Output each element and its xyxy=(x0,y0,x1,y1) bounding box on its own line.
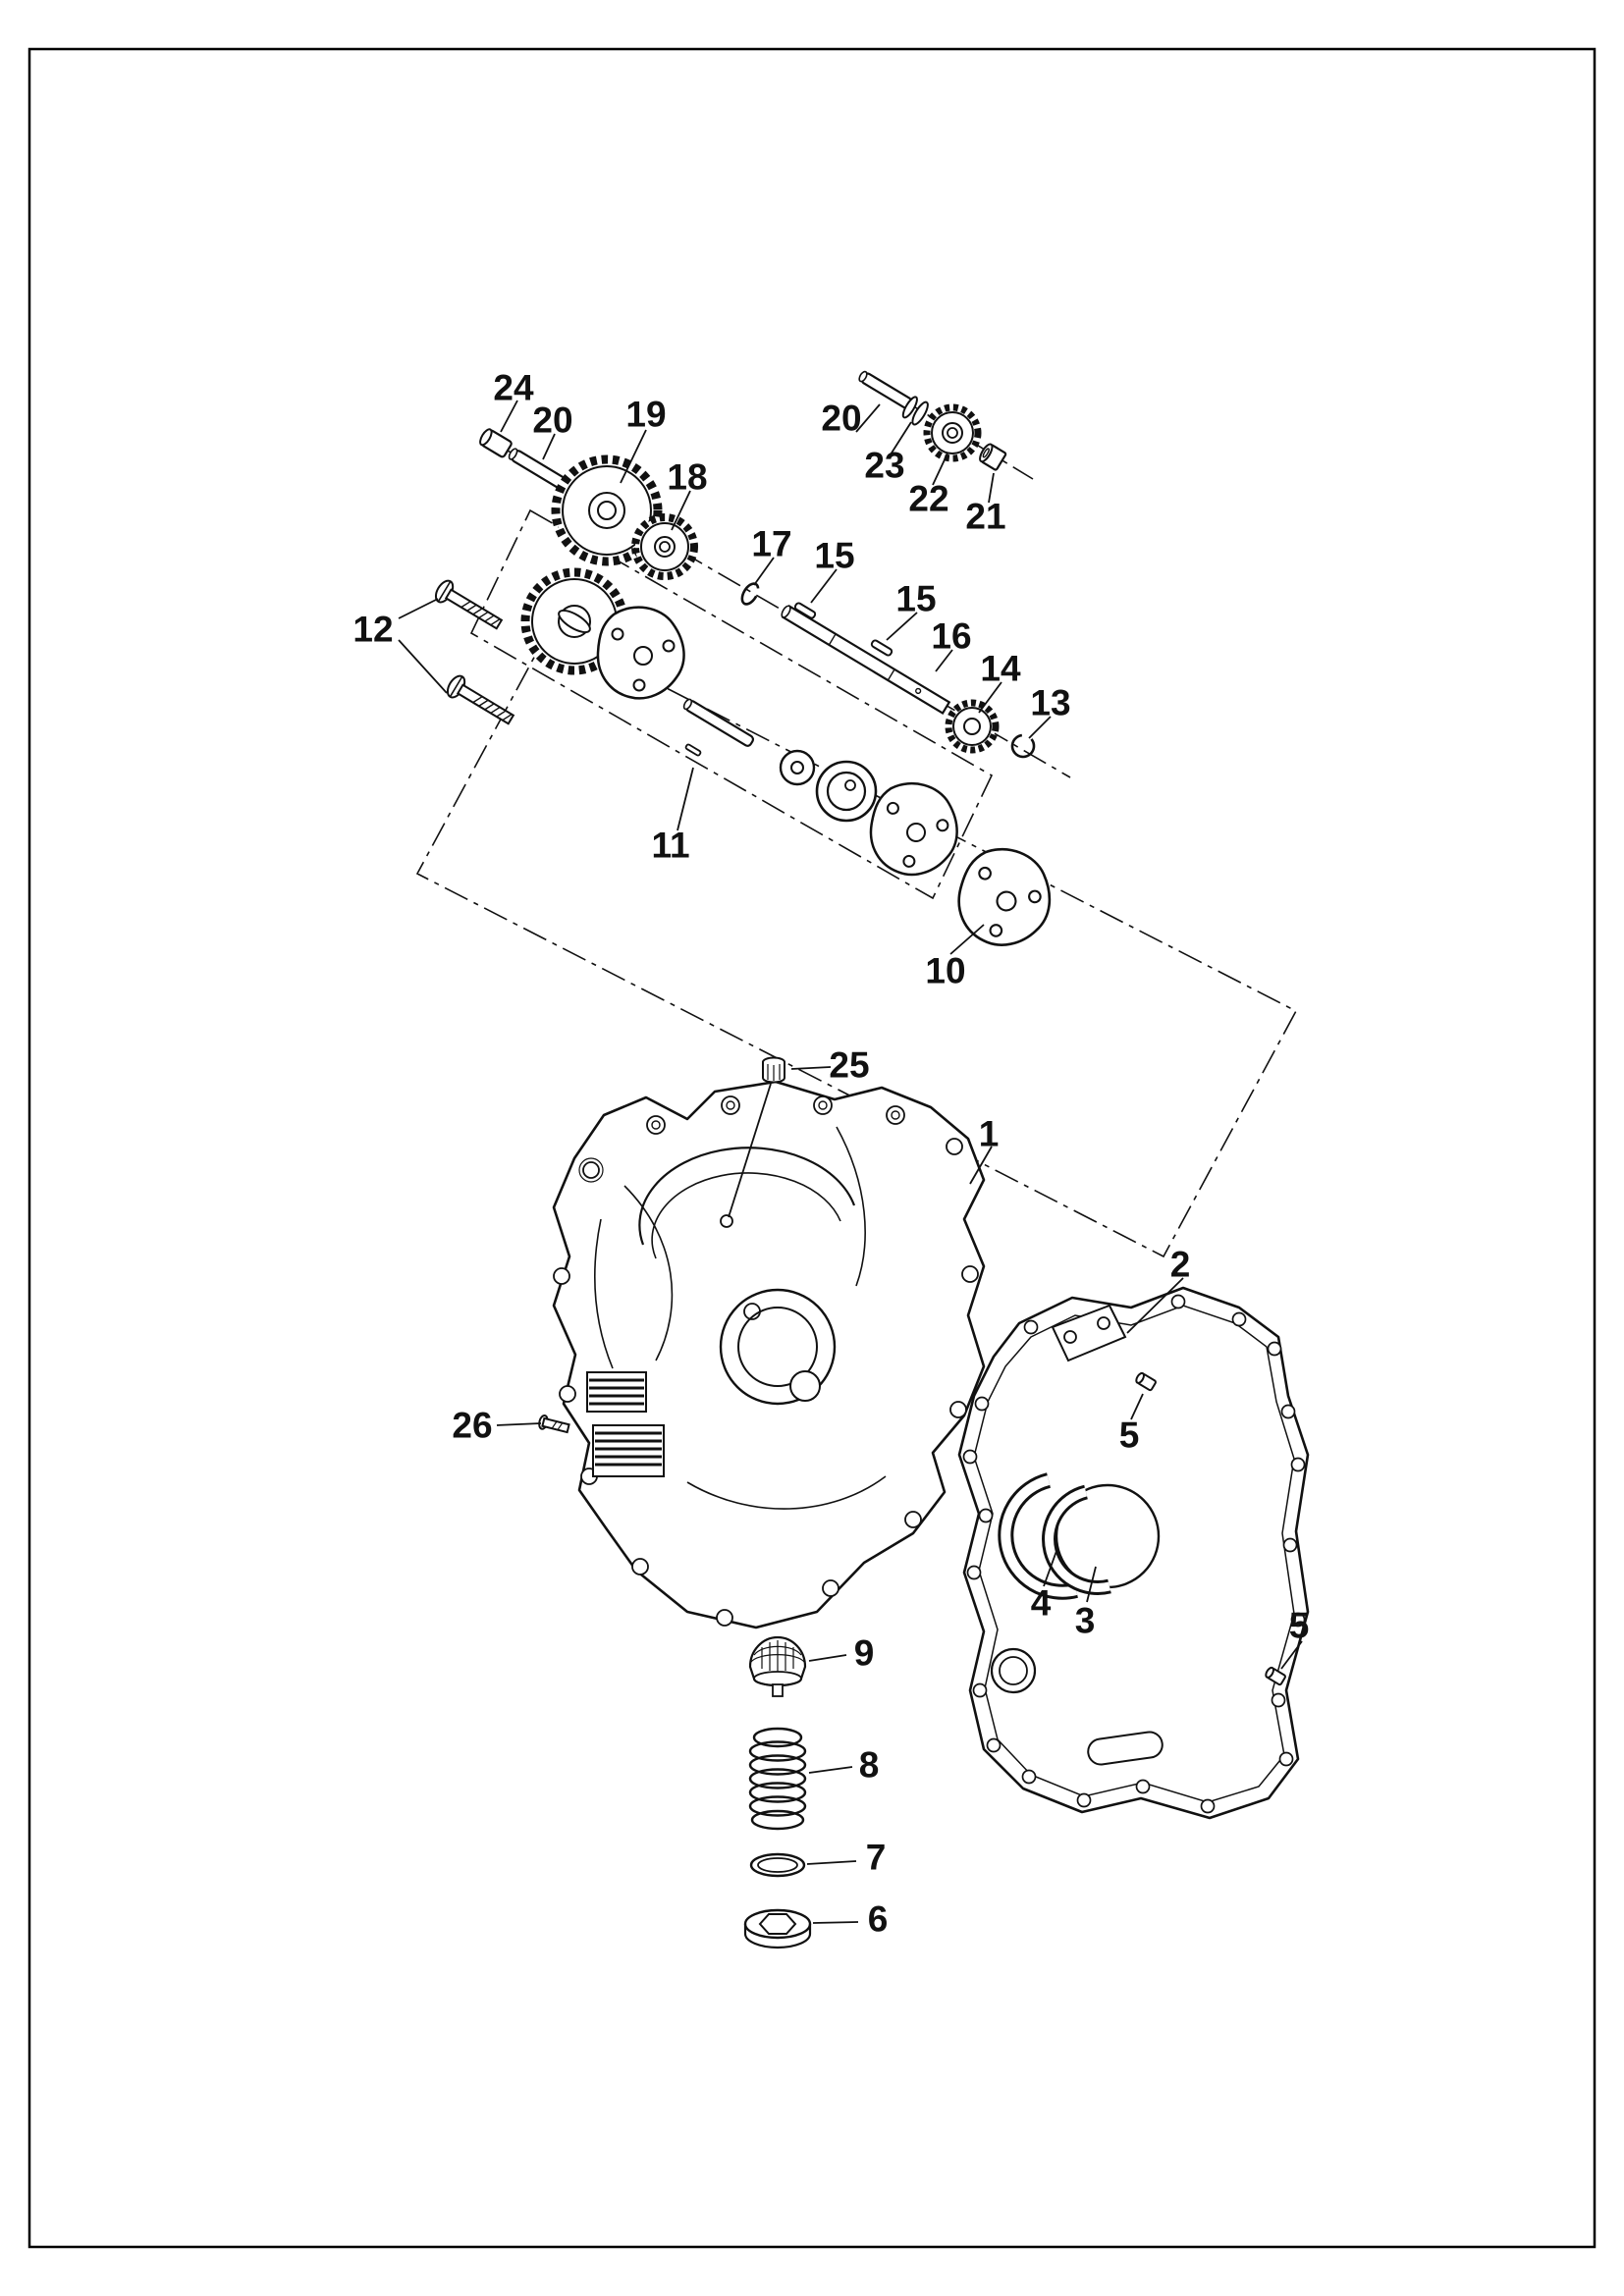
callout-21: 21 xyxy=(965,497,1005,537)
callout-24: 24 xyxy=(493,368,534,408)
callout-11: 11 xyxy=(651,826,689,866)
callout-15-a: 15 xyxy=(814,536,854,576)
callout-6: 6 xyxy=(868,1899,889,1940)
crankcase-half-1 xyxy=(552,1080,986,1629)
callout-3: 3 xyxy=(1075,1601,1096,1641)
callout-2: 2 xyxy=(1170,1245,1191,1285)
callout-26: 26 xyxy=(452,1406,492,1446)
callout-1: 1 xyxy=(979,1114,1000,1154)
callout-23: 23 xyxy=(864,446,904,486)
pump-outer-rotor xyxy=(815,760,878,823)
gear-22 xyxy=(923,403,982,462)
pump-housing-plate xyxy=(596,606,685,700)
gear-14 xyxy=(945,699,1000,754)
gear-18 xyxy=(631,513,698,580)
callout-15-b: 15 xyxy=(895,579,936,619)
pump-cover-plate xyxy=(865,777,963,881)
snap-ring-17 xyxy=(740,582,760,606)
callout-12: 12 xyxy=(352,610,393,650)
crankcase-cover-2 xyxy=(957,1286,1310,1820)
plug-25-locator-line xyxy=(728,1083,772,1218)
callout-22: 22 xyxy=(908,479,948,519)
callout-14: 14 xyxy=(980,649,1021,689)
leader-lines xyxy=(398,400,1303,1924)
page-border xyxy=(27,47,1597,2249)
oil-strainer-9 xyxy=(748,1635,807,1697)
pump-shaft-16 xyxy=(781,604,951,716)
collar-21 xyxy=(979,443,1007,471)
shaft-20-left xyxy=(508,448,569,491)
pump-inner-shaft xyxy=(682,698,755,747)
outer-assembly-dashed-box xyxy=(415,626,1298,1258)
callout-20-right: 20 xyxy=(821,399,861,439)
callout-25: 25 xyxy=(829,1045,869,1086)
bearing-shell-4 xyxy=(998,1472,1078,1600)
callout-5-top: 5 xyxy=(1119,1415,1140,1456)
circlip-13 xyxy=(1010,733,1036,759)
callout-20-left: 20 xyxy=(532,400,572,441)
washer-23 xyxy=(901,396,929,426)
pump-shaft-pin xyxy=(684,743,702,757)
pump-outer-plate-10 xyxy=(948,839,1060,955)
pump-screw-b xyxy=(443,671,518,731)
callout-17: 17 xyxy=(751,524,791,564)
callout-18: 18 xyxy=(667,457,707,498)
callout-9: 9 xyxy=(854,1633,875,1674)
callout-8: 8 xyxy=(859,1745,880,1786)
bearing-shell-3 xyxy=(1042,1484,1111,1595)
callout-16: 16 xyxy=(931,616,971,657)
pin-15-b xyxy=(870,639,893,657)
pump-inner-rotor xyxy=(779,749,816,786)
plug-25 xyxy=(762,1056,785,1084)
strainer-cap-6 xyxy=(743,1908,812,1949)
callout-5-bottom: 5 xyxy=(1289,1606,1310,1646)
callout-4: 4 xyxy=(1031,1583,1052,1624)
callout-13: 13 xyxy=(1030,683,1070,723)
drive-gear-19 xyxy=(551,454,663,566)
shaft-20-right xyxy=(858,370,913,409)
bolt-26 xyxy=(538,1414,570,1434)
callout-7: 7 xyxy=(866,1838,887,1878)
spring-8 xyxy=(748,1727,807,1831)
crankcase-vent-grille xyxy=(586,1371,665,1477)
o-ring-7 xyxy=(749,1852,806,1878)
callout-10: 10 xyxy=(925,951,965,991)
pump-assembly-dashed-box xyxy=(469,508,994,900)
bushing-24 xyxy=(479,428,513,458)
callout-labels: 24 20 19 18 20 23 22 21 17 15 15 16 14 1… xyxy=(352,368,1309,1940)
callout-19: 19 xyxy=(625,395,666,435)
